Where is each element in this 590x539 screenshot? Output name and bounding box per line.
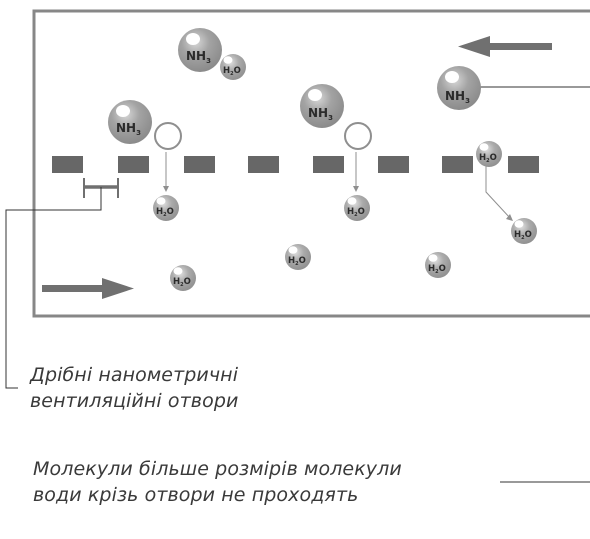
svg-text:H2O: H2O (223, 66, 241, 77)
svg-text:H2O: H2O (288, 256, 306, 267)
water-molecule: H2O (220, 54, 246, 80)
permeation-arrows (163, 152, 513, 221)
svg-text:NH3: NH3 (308, 106, 333, 122)
holes-caption: Дрібні нанометричні вентиляційні отвори (30, 364, 239, 412)
holes-leader-line (5, 187, 102, 389)
membrane-segment (52, 156, 83, 173)
water-molecule: H2O (425, 252, 451, 278)
membrane-segment (248, 156, 279, 173)
water-molecule: H2O (476, 141, 502, 167)
membrane (52, 156, 539, 173)
membrane-segment (313, 156, 344, 173)
chamber-frame (32, 9, 590, 318)
svg-text:NH3: NH3 (186, 49, 211, 65)
membrane-opening (154, 122, 182, 150)
membrane-segment (442, 156, 473, 173)
svg-text:H2O: H2O (347, 207, 365, 218)
ammonia-molecule: NH3 (300, 84, 344, 128)
membrane-segment (378, 156, 409, 173)
membrane-segment (184, 156, 215, 173)
water-molecule: H2O (344, 195, 370, 221)
svg-text:H2O: H2O (479, 153, 497, 164)
water-molecule: H2O (170, 265, 196, 291)
ammonia-molecule: NH3 (437, 66, 481, 110)
water-molecule: H2O (511, 218, 537, 244)
svg-text:H2O: H2O (514, 230, 532, 241)
membrane-opening (344, 122, 372, 150)
ammonia-molecule: NH3 (108, 100, 152, 144)
water-molecule: H2O (285, 244, 311, 270)
svg-text:NH3: NH3 (116, 121, 141, 137)
molecules-caption: Молекули більше розмірів молекули води к… (33, 458, 402, 506)
ammonia-molecule: NH3 (178, 28, 222, 72)
membrane-segment (118, 156, 149, 173)
arrow-left-icon (458, 36, 552, 57)
svg-text:H2O: H2O (173, 277, 191, 288)
water-molecule: H2O (153, 195, 179, 221)
arrow-right-icon (42, 278, 134, 299)
svg-text:H2O: H2O (156, 207, 174, 218)
membrane-segment (508, 156, 539, 173)
svg-text:NH3: NH3 (445, 89, 470, 105)
svg-text:H2O: H2O (428, 264, 446, 275)
